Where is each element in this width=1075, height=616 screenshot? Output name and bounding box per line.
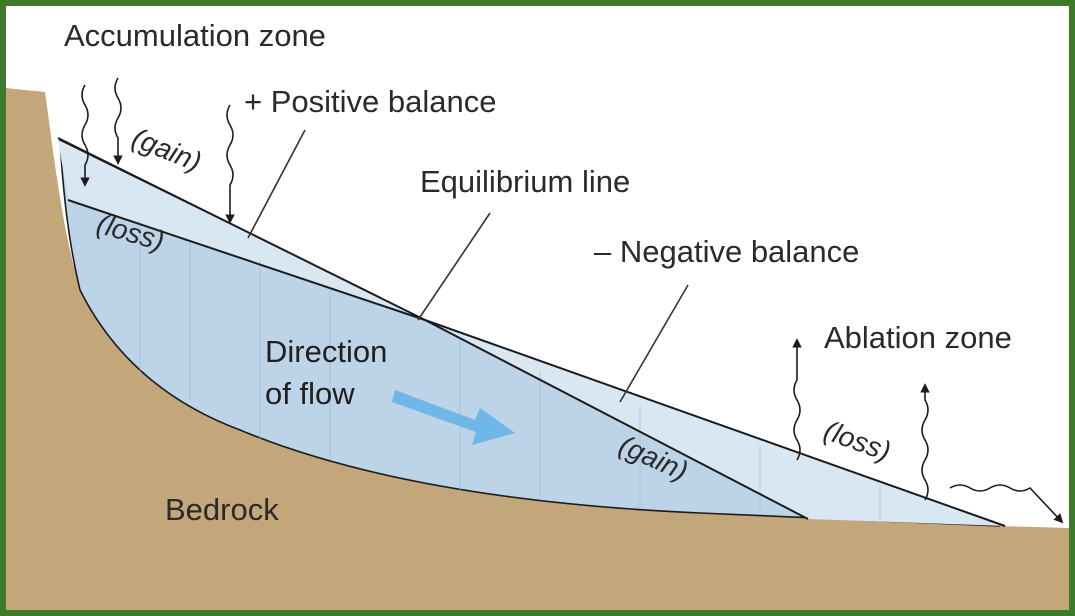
arrow-right-icon [392, 390, 515, 445]
direction-of-flow-label-line1: Direction [265, 334, 387, 369]
ablation-surface-line [424, 319, 1006, 527]
accumulation-zone-label: Accumulation zone [64, 18, 326, 53]
direction-of-flow-label-line2: of flow [265, 376, 355, 411]
arrow-down-icon [80, 77, 235, 224]
loss-line-upper [67, 199, 426, 321]
negative-balance-leader [619, 284, 689, 403]
accumulation-surface-line [57, 137, 426, 321]
bedrock-label: Bedrock [165, 492, 279, 527]
negative-balance-label: – Negative balance [594, 234, 859, 269]
equilibrium-line-label: Equilibrium line [420, 164, 630, 199]
positive-balance-leader [247, 129, 306, 239]
positive-balance-label: + Positive balance [244, 84, 496, 119]
gain-line-lower [424, 319, 809, 520]
arrow-up-icon [792, 338, 1064, 524]
equilibrium-line-leader [417, 212, 491, 321]
bedrock-area [5, 88, 1070, 612]
ablation-zone-label: Ablation zone [824, 320, 1012, 355]
